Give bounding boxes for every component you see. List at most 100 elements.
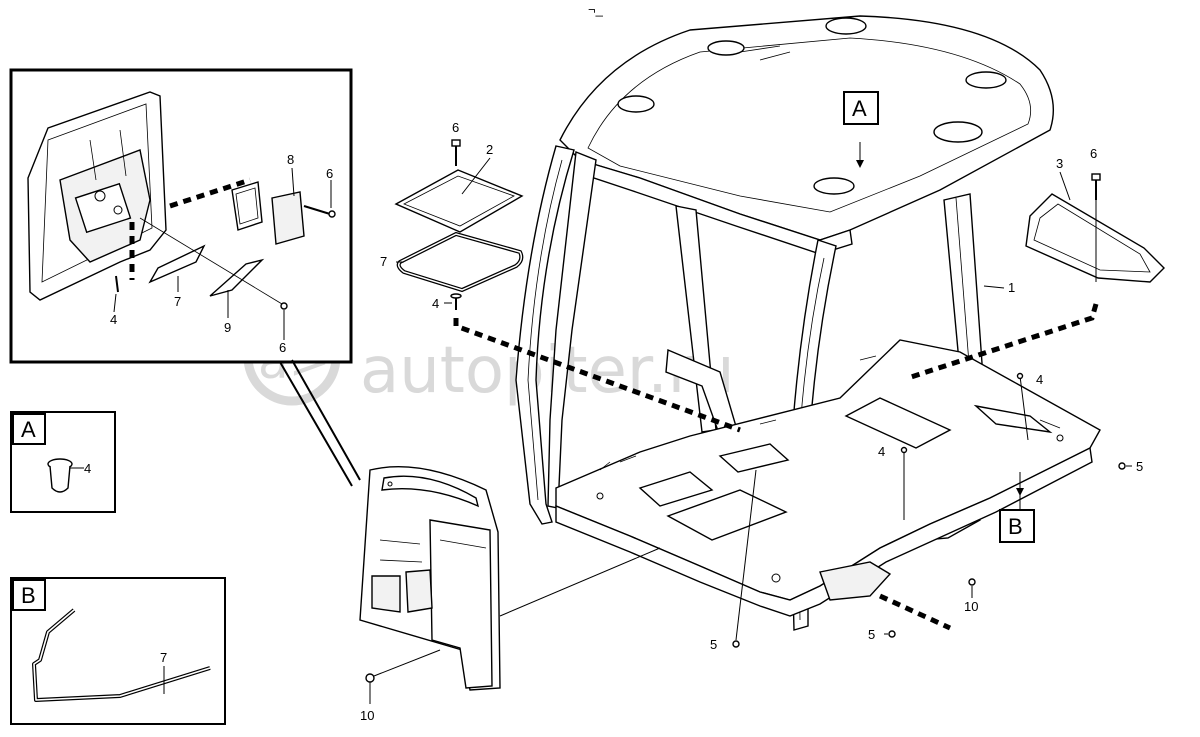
label-1: 1 — [1008, 280, 1015, 295]
top-mark: ¬_ — [588, 2, 604, 17]
front-dashed-guide — [878, 593, 952, 631]
fastener-10-right — [968, 578, 976, 586]
fastener-10-left-line — [373, 649, 441, 677]
label-10-left: 10 — [360, 708, 374, 723]
plate-3-screw-head — [1091, 173, 1101, 181]
side-panel-to-floor-line — [499, 547, 661, 617]
side-panel-cutout-2 — [405, 569, 433, 613]
detail-a-letter: A — [21, 417, 36, 442]
inset-rivet-4 — [115, 275, 119, 293]
inset-leader-4 — [113, 293, 117, 313]
label-7-detail-b: 7 — [160, 650, 167, 665]
plate-3-inner — [1033, 203, 1151, 273]
inset-hole — [94, 190, 106, 202]
callout-b-letter: B — [1008, 514, 1023, 539]
callout-b-box — [999, 509, 1035, 543]
hatch-rivet-4-head — [450, 293, 462, 299]
side-panel — [359, 466, 501, 691]
label-7-hatch: 7 — [380, 254, 387, 269]
label-6-hatch: 6 — [452, 120, 459, 135]
detail-b-box: B 7 — [10, 577, 226, 725]
label-2: 2 — [486, 142, 493, 157]
inset-leader-8 — [291, 167, 295, 197]
inset-screw-6-head — [328, 210, 336, 218]
label-4-hatch: 4 — [432, 296, 439, 311]
label-5-bottom: 5 — [710, 637, 717, 652]
pillar-front-left-edge — [527, 159, 563, 501]
side-panel-cutout-1 — [371, 575, 401, 613]
side-panel-hole — [387, 481, 393, 487]
inset-ribs — [89, 129, 127, 181]
floor-hole-2 — [771, 573, 781, 583]
cab-fasteners — [365, 142, 1132, 704]
inset-wire — [139, 217, 283, 305]
detail-a-callout-arrow — [856, 160, 864, 168]
rivet-nut-body — [49, 465, 71, 493]
hatch-screw-6-head — [451, 139, 461, 147]
label-4-inset: 4 — [110, 312, 117, 327]
label-7-inset: 7 — [174, 294, 181, 309]
inset-seal-7 — [148, 244, 206, 284]
floor-hole-3 — [1056, 434, 1064, 442]
fastener-5-right — [1118, 462, 1126, 470]
roof-hatch-parts — [394, 139, 1099, 631]
side-panel-lines — [379, 539, 487, 563]
roof-shell — [559, 15, 1055, 241]
roof-vent-3 — [965, 71, 1007, 89]
roof-detail-lines — [739, 45, 791, 61]
leader-2 — [461, 157, 491, 195]
callout-a-letter: A — [852, 96, 867, 121]
pillar-front-left — [515, 145, 575, 525]
label-5-front: 5 — [868, 627, 875, 642]
inset-screw-6-bottom — [280, 302, 288, 310]
floor-opening-3 — [844, 397, 952, 449]
plate-3-dashed-guide — [907, 303, 1099, 381]
floor-hardware-marks — [599, 355, 1061, 471]
inset-door-detail: 8 6 7 9 4 6 — [9, 68, 353, 364]
callout-a-box — [843, 91, 879, 125]
roof-vent-2 — [707, 40, 745, 56]
inset-panel-inner — [41, 103, 153, 283]
label-6-plate-3: 6 — [1090, 146, 1097, 161]
leader-3 — [1059, 171, 1071, 201]
floor-opening-4 — [973, 404, 1053, 434]
inset-gasket-shape — [231, 181, 263, 231]
label-4-detail-a: 4 — [84, 461, 91, 476]
detail-a-tag — [12, 413, 46, 445]
hatch-gasket-7-inner — [397, 233, 523, 291]
detail-b-tag — [12, 579, 46, 611]
inset-plate — [74, 182, 132, 234]
floor-opening-2 — [666, 489, 788, 541]
label-6-inset-top: 6 — [326, 166, 333, 181]
label-4-right: 4 — [1036, 372, 1043, 387]
hatch-plate-2 — [394, 169, 524, 233]
inset-dashed-leader — [169, 177, 251, 209]
fastener-4-mid — [900, 446, 908, 454]
detail-b-letter: B — [21, 583, 36, 608]
label-4-mid: 4 — [878, 444, 885, 459]
floor-hole-1 — [596, 492, 604, 500]
inset-gasket-inner — [235, 187, 259, 225]
roof-vent-5 — [933, 121, 983, 143]
fastener-5-bottom-line — [735, 469, 757, 641]
hatch-gasket-7 — [396, 231, 524, 293]
seal-profile-inner — [33, 609, 211, 701]
inset-hole-2 — [113, 205, 123, 215]
fastener-10-left — [365, 673, 375, 683]
floor-front-bracket — [819, 561, 892, 601]
label-3: 3 — [1056, 156, 1063, 171]
plate-3-shape — [1025, 193, 1165, 283]
label-9: 9 — [224, 320, 231, 335]
detail-a-box: A 4 — [10, 411, 116, 513]
cab-roof — [559, 15, 1055, 255]
hatch-dashed-guide — [453, 318, 741, 433]
label-5-right: 5 — [1136, 459, 1143, 474]
floor-opening-1 — [638, 471, 714, 507]
inset-screw-6-top — [303, 205, 331, 215]
plate-3 — [1025, 171, 1165, 283]
floor-opening-5 — [718, 443, 790, 473]
hatch-plate-2-inner — [403, 175, 515, 227]
roof-inner-line — [587, 37, 1032, 213]
